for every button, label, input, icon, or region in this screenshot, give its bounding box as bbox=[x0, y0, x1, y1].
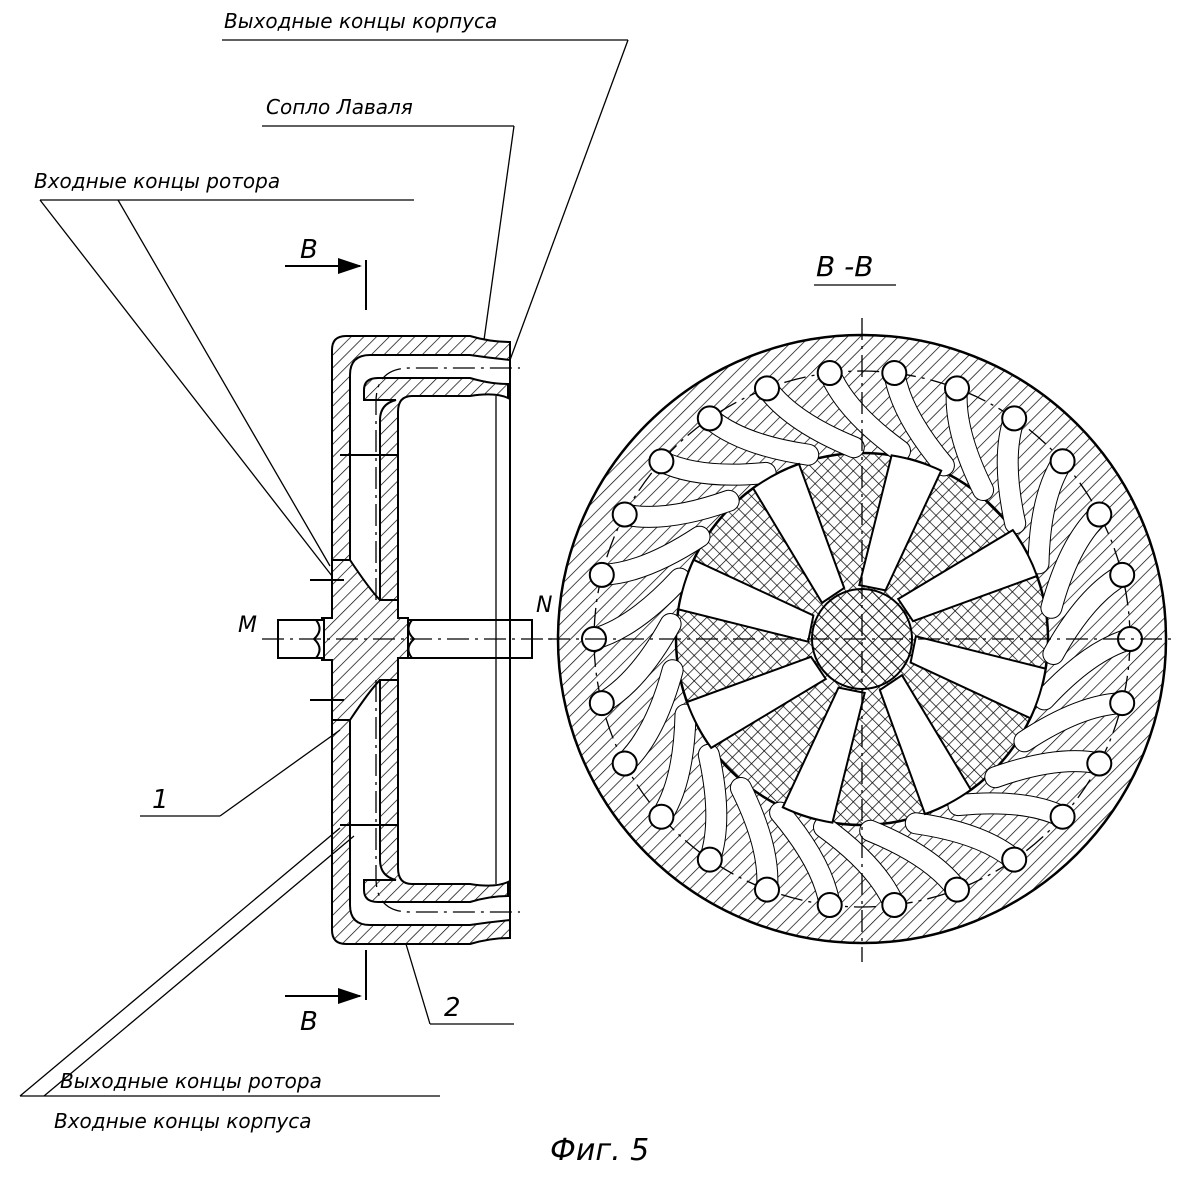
blade-gap bbox=[751, 462, 846, 605]
nozzle-circle bbox=[881, 360, 908, 386]
nozzle-circle bbox=[944, 876, 970, 903]
nozzle-circle bbox=[648, 803, 675, 830]
nozzle-circle bbox=[754, 876, 780, 903]
label-housing-outlet: Выходные концы корпуса bbox=[224, 9, 497, 33]
blade-gap bbox=[896, 528, 1039, 623]
nozzle-circle bbox=[816, 360, 843, 386]
nozzle-circle bbox=[1001, 846, 1028, 873]
nozzle-circle bbox=[1109, 561, 1136, 588]
label-rotor-outlet: Выходные концы ротора bbox=[60, 1069, 322, 1093]
nozzle-circle bbox=[696, 405, 723, 432]
rotor-disc-upper bbox=[363, 377, 509, 601]
nozzle-circle bbox=[1086, 750, 1113, 777]
rotor-hub bbox=[321, 559, 409, 721]
longitudinal-section bbox=[262, 258, 560, 1004]
point-n-label: N bbox=[536, 593, 552, 618]
leader-lines bbox=[19, 39, 629, 1097]
blade-gap bbox=[909, 635, 1047, 720]
point-m-label: M bbox=[238, 613, 257, 638]
blade-gap bbox=[781, 686, 866, 824]
nozzle-circle bbox=[944, 375, 970, 402]
nozzle-circle bbox=[588, 561, 615, 588]
blade-gap bbox=[677, 558, 815, 643]
nozzle-circle bbox=[881, 892, 908, 918]
section-mark-top: B bbox=[300, 235, 318, 265]
nozzle-circle bbox=[1001, 405, 1028, 432]
nozzle-circle bbox=[648, 448, 675, 475]
housing-shell bbox=[331, 335, 511, 561]
nozzle-circle bbox=[588, 690, 615, 717]
channel bbox=[698, 744, 727, 870]
nozzle-circle bbox=[696, 846, 723, 873]
nozzle-circle bbox=[611, 750, 638, 777]
part-1-label: 1 bbox=[152, 785, 169, 815]
rotor-disc-lower bbox=[363, 679, 509, 903]
channel bbox=[997, 408, 1026, 534]
blade-gap bbox=[858, 454, 943, 592]
blade-gap bbox=[878, 673, 973, 816]
nozzle-circle bbox=[611, 501, 638, 528]
section-mark-bottom: B bbox=[300, 1007, 318, 1037]
blade-gap bbox=[685, 655, 828, 750]
figure-caption: Фиг. 5 bbox=[550, 1133, 649, 1168]
nozzle-circle bbox=[1049, 803, 1076, 830]
nozzle-circles bbox=[581, 360, 1143, 918]
nozzle-circle bbox=[754, 375, 780, 402]
label-rotor-inlet: Входные концы ротора bbox=[34, 169, 280, 193]
cross-section bbox=[548, 284, 1176, 962]
shaft-right bbox=[407, 619, 533, 659]
nozzle-circle bbox=[1049, 448, 1076, 475]
section-title: B -B bbox=[816, 250, 873, 283]
nozzle-circle bbox=[1086, 501, 1113, 528]
nozzle-circle bbox=[816, 892, 843, 918]
nozzle-circle bbox=[1109, 690, 1136, 717]
part-2-label: 2 bbox=[444, 993, 461, 1023]
housing-shell-bottom bbox=[331, 719, 511, 945]
label-laval-nozzle: Сопло Лаваля bbox=[266, 95, 413, 119]
label-housing-inlet: Входные концы корпуса bbox=[54, 1109, 311, 1133]
rotor-blades bbox=[677, 454, 1047, 824]
